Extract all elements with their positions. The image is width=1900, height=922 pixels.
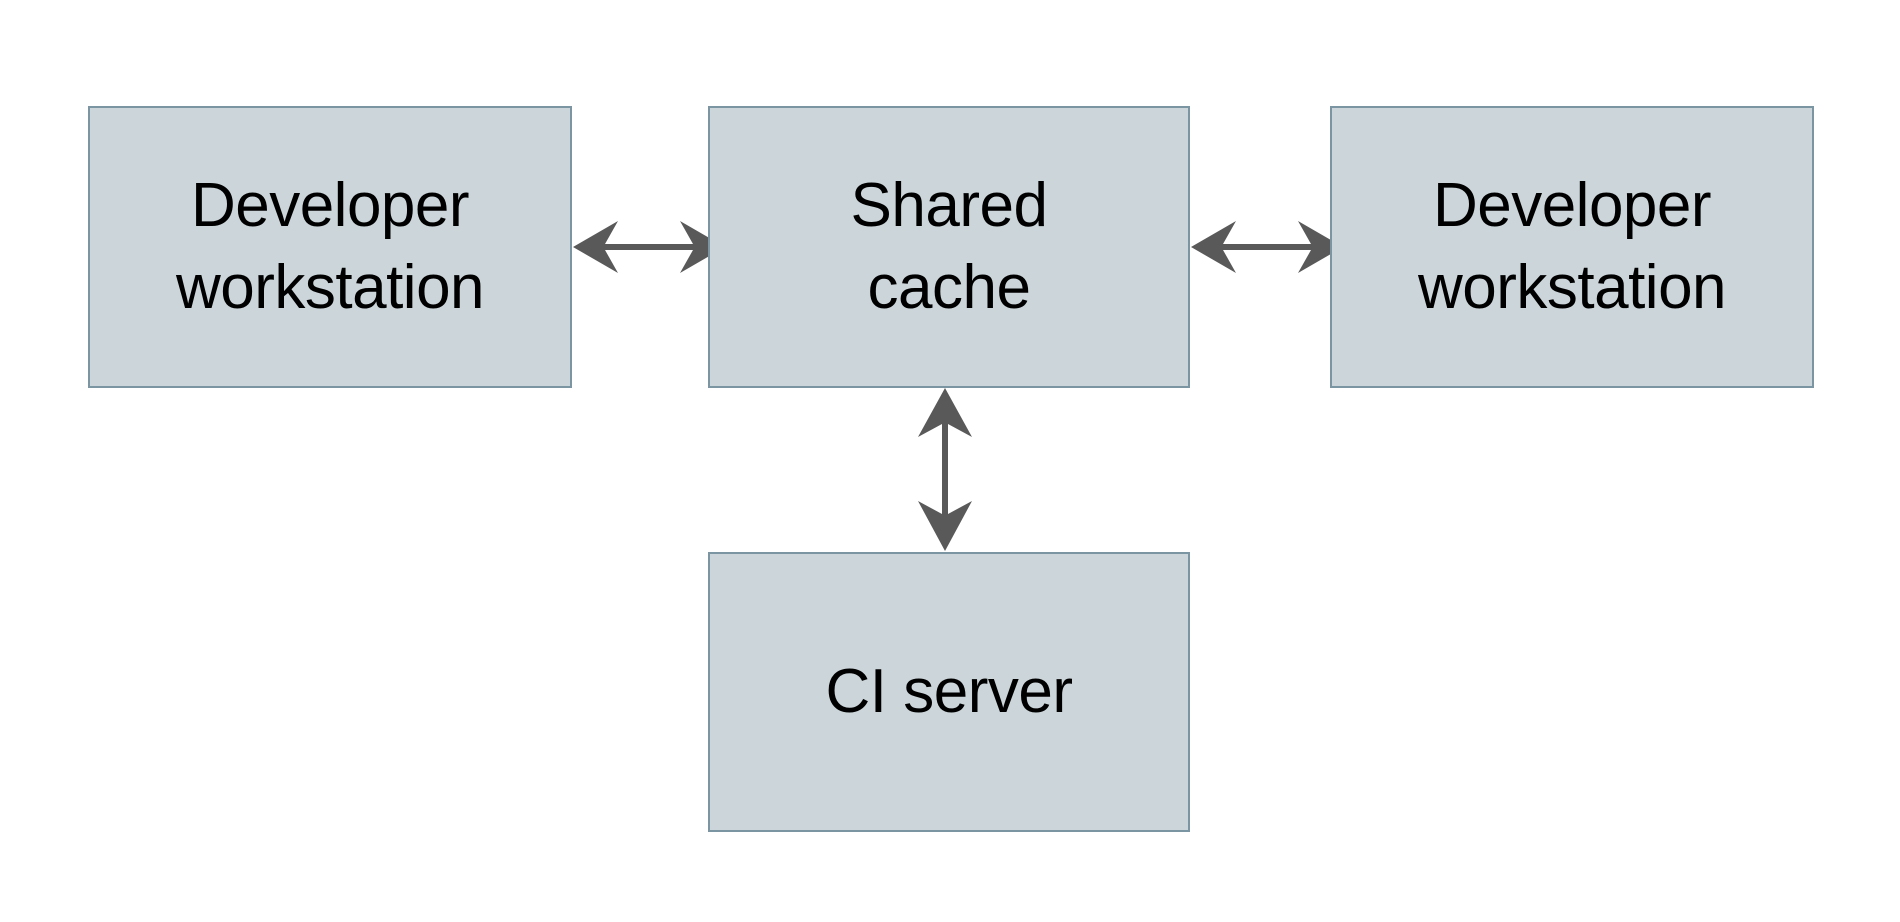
node-developer-workstation-right[interactable]: Developer workstation [1330,106,1814,388]
edge-shared-to-dev-right [1191,221,1343,273]
node-shared-cache[interactable]: Shared cache [708,106,1190,388]
node-developer-workstation-left[interactable]: Developer workstation [88,106,572,388]
node-label: Developer workstation [175,170,485,322]
edge-dev-left-to-shared [573,221,725,273]
node-label: Developer workstation [1417,170,1727,322]
node-ci-server[interactable]: CI server [708,552,1190,832]
node-label: CI server [825,656,1073,726]
node-label: Shared cache [850,170,1048,322]
edge-shared-to-ci [918,388,972,551]
